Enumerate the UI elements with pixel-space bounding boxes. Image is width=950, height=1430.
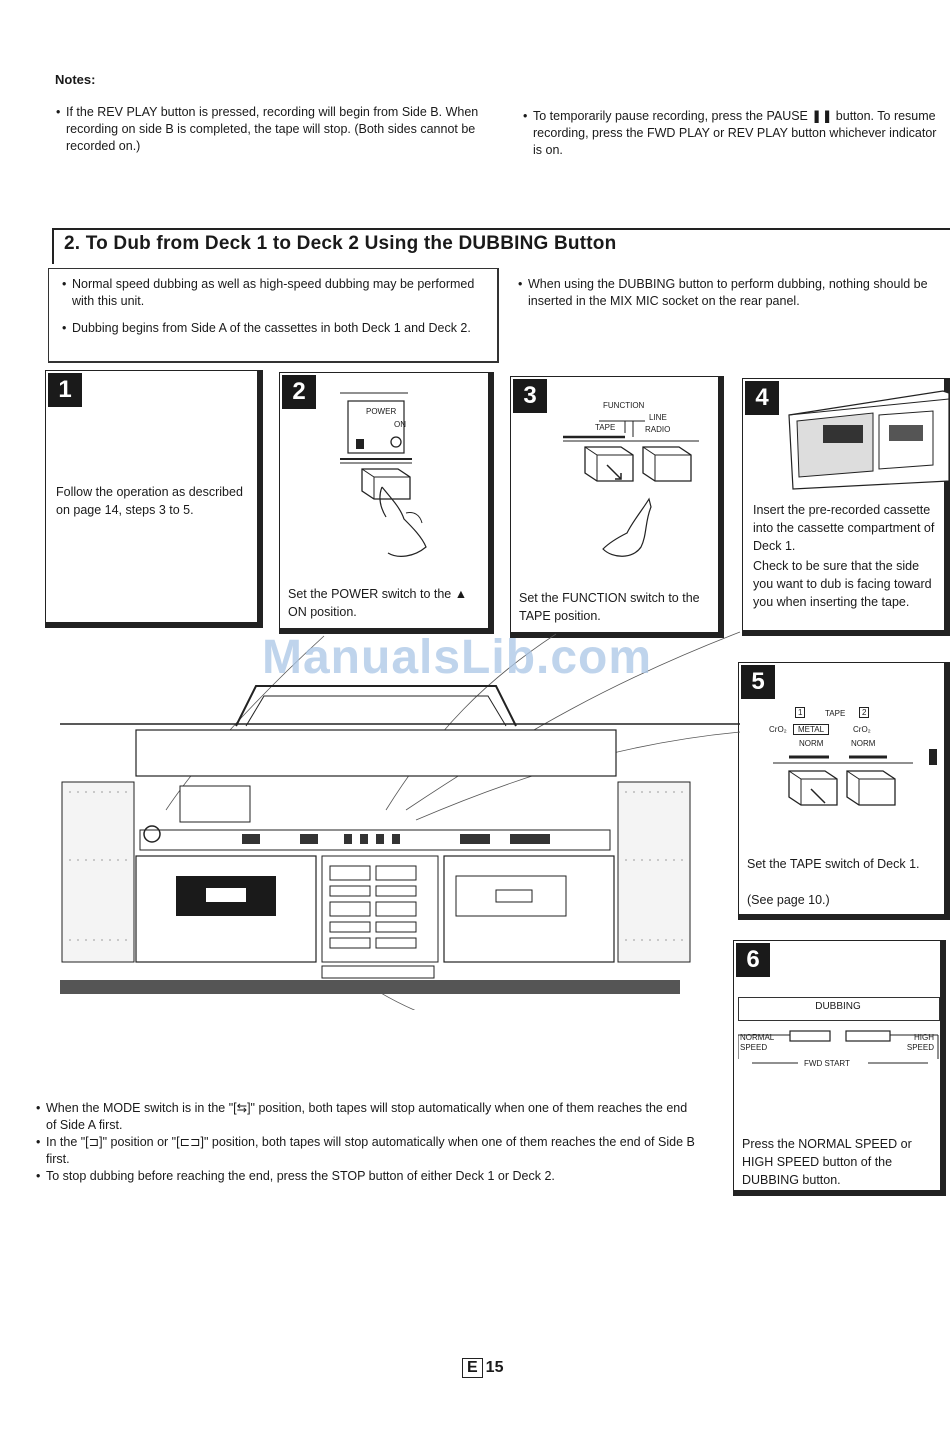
note-right-text: To temporarily pause recording, press th…	[533, 109, 937, 157]
note-left-text: If the REV PLAY button is pressed, recor…	[66, 105, 479, 153]
step-4-panel: 4 Insert the pre-recorded cassette into …	[742, 378, 950, 636]
step-4-text2: Check to be sure that the side you want …	[753, 559, 932, 609]
power-switch-illustration	[340, 392, 427, 557]
tape-label: TAPE	[595, 423, 616, 432]
intro-item-1-text: Normal speed dubbing as well as high-spe…	[72, 277, 475, 308]
tape-switch-illustration	[773, 749, 937, 806]
section-heading-box	[52, 228, 950, 264]
bottom-note-3-text: To stop dubbing before reaching the end,…	[46, 1169, 555, 1183]
section-title: 2. To Dub from Deck 1 to Deck 2 Using th…	[64, 233, 617, 254]
step-2-number: 2	[282, 375, 316, 409]
step-2-panel: 2 POWER ON Set the POWER switch to the ▲…	[279, 372, 494, 634]
bottom-notes: •When the MODE switch is in the "[⇆]" po…	[36, 1100, 696, 1185]
note-left: •If the REV PLAY button is pressed, reco…	[56, 105, 479, 153]
bottom-note-2: •In the "[⊐]" position or "[⊏⊐]" positio…	[36, 1135, 695, 1166]
dubbing-label-box	[738, 997, 940, 1021]
page-letter: E	[462, 1358, 483, 1378]
metal-label: METAL	[793, 724, 830, 735]
note-right: •To temporarily pause recording, press t…	[523, 109, 937, 157]
step-2-text: Set the POWER switch to the ▲ ON positio…	[288, 587, 468, 619]
step-6-text: Press the NORMAL SPEED or HIGH SPEED but…	[742, 1137, 912, 1187]
radio-label: RADIO	[645, 425, 671, 434]
step-3-panel: 3 FUNCTION LINE TAPE RADIO Set the FUNCT…	[510, 376, 724, 638]
normal-speed-label: NORMAL SPEED	[740, 1033, 774, 1052]
line-label: LINE	[649, 413, 667, 422]
step-5-number: 5	[741, 665, 775, 699]
watermark: ManualsLib.com	[262, 631, 653, 684]
function-switch-illustration	[563, 420, 699, 557]
step-6-number: 6	[736, 943, 770, 977]
norm-left-label: NORM	[799, 739, 824, 748]
intro-right-text: When using the DUBBING button to perform…	[528, 277, 928, 308]
bottom-note-2-text: In the "[⊐]" position or "[⊏⊐]" position…	[46, 1135, 695, 1166]
fwd-start-label: FWD START	[804, 1059, 850, 1068]
step-3-number: 3	[513, 379, 547, 413]
intro-right: •When using the DUBBING button to perfor…	[518, 277, 928, 308]
cro2-left-label: CrO₂	[769, 725, 787, 734]
step-4-number: 4	[745, 381, 779, 415]
step-5-text: Set the TAPE switch of Deck 1.	[747, 857, 920, 871]
intro-item-2-text: Dubbing begins from Side A of the casset…	[72, 321, 471, 335]
intro-item-1: •Normal speed dubbing as well as high-sp…	[62, 277, 475, 308]
step-4-text: Insert the pre-recorded cassette into th…	[753, 503, 935, 553]
page-number-value: 15	[485, 1359, 504, 1376]
step-5-text2: (See page 10.)	[747, 893, 830, 907]
bottom-note-3: •To stop dubbing before reaching the end…	[36, 1169, 555, 1183]
function-label: FUNCTION	[603, 401, 645, 410]
step-6-panel: 6 DUBBING NORMAL SPEED HIGH SPEED FWD ST…	[733, 940, 946, 1196]
power-label: POWER	[366, 407, 397, 416]
high-speed-label: HIGH SPEED	[906, 1033, 934, 1052]
notes-title: Notes:	[55, 72, 96, 87]
bottom-note-1: •When the MODE switch is in the "[⇆]" po…	[36, 1101, 688, 1132]
on-label: ON	[394, 420, 406, 429]
step-5-panel: 5 1 TAPE 2 CrO₂ METAL CrO₂ NORM NORM Set…	[738, 662, 950, 920]
intro-box	[48, 268, 499, 363]
stereo-unit-illustration	[60, 631, 741, 1010]
step-1-text: Follow the operation as described on pag…	[56, 485, 243, 517]
dubbing-label: DUBBING	[815, 1001, 861, 1012]
deck-2-label: 2	[859, 707, 870, 718]
intro-item-2: •Dubbing begins from Side A of the casse…	[62, 321, 471, 335]
cro2-right-label: CrO₂	[853, 725, 871, 734]
dubbing-buttons-illustration	[738, 1030, 939, 1064]
cassette-deck-illustration	[788, 390, 949, 490]
tape-switch-label: TAPE	[825, 709, 846, 718]
step-1-panel: 1 Follow the operation as described on p…	[45, 370, 263, 628]
deck-1-label: 1	[795, 707, 806, 718]
step-3-text: Set the FUNCTION switch to the TAPE posi…	[519, 591, 700, 623]
bottom-note-1-text: When the MODE switch is in the "[⇆]" pos…	[46, 1101, 688, 1132]
norm-right-label: NORM	[851, 739, 876, 748]
step-1-number: 1	[48, 373, 82, 407]
